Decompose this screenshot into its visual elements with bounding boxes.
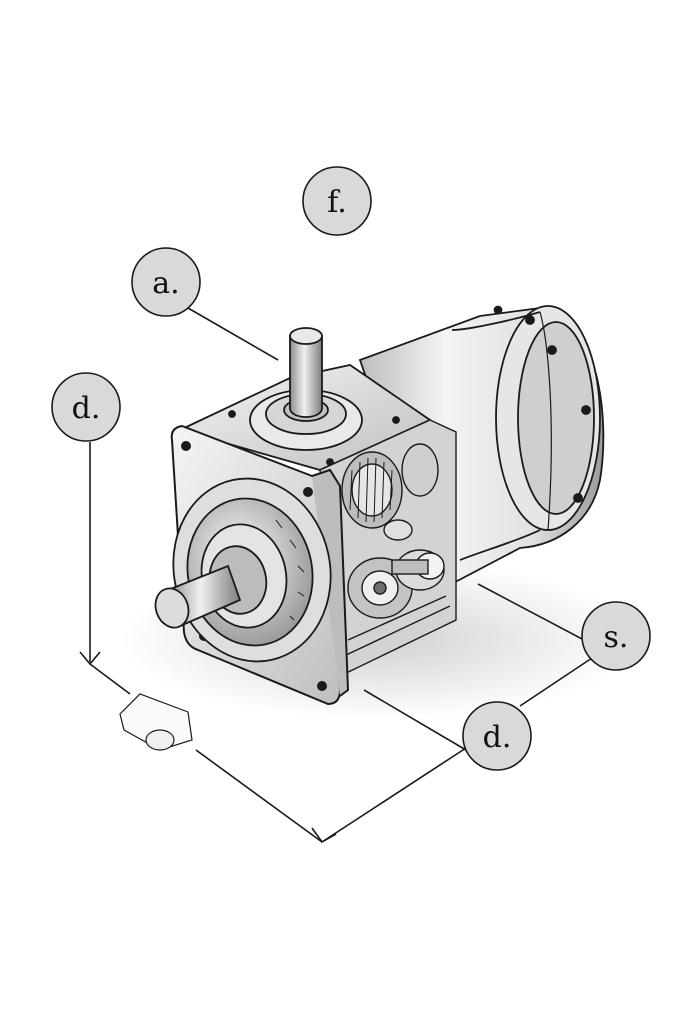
callout-d-left-label: d. [72, 391, 101, 426]
gear-train [319, 419, 457, 678]
callout-s: s. [581, 601, 651, 671]
callout-d-bottom: d. [462, 701, 532, 771]
callout-a: a. [131, 247, 201, 317]
callout-a-label: a. [152, 266, 179, 301]
callout-f: f. [302, 166, 372, 236]
horizontal-shaft [154, 564, 242, 629]
vertical-output-shaft [289, 327, 323, 418]
callout-d-left: d. [51, 372, 121, 442]
small-fitting [119, 693, 193, 751]
callout-d-bottom-label: d. [483, 720, 512, 755]
leader-lines [79, 307, 593, 844]
callout-f-label: f. [327, 185, 347, 220]
callout-s-label: s. [604, 620, 629, 655]
